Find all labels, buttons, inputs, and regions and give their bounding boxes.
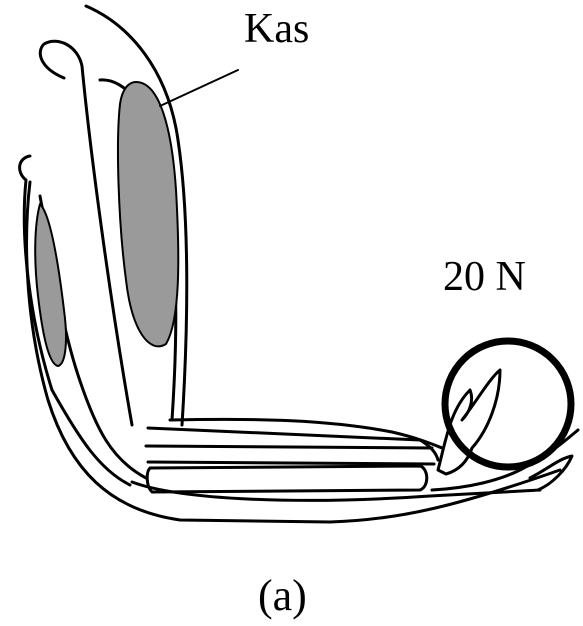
biceps-muscle	[118, 82, 178, 346]
figure-caption: (a)	[258, 574, 307, 618]
shoulder-curl	[40, 41, 132, 425]
forearm-band-2	[148, 462, 434, 464]
label-pointer-line	[160, 70, 238, 106]
weight-ball	[445, 341, 571, 467]
muscle-label: Kas	[244, 8, 309, 50]
weight-label: 20 N	[443, 256, 526, 298]
back-arm-outer	[27, 182, 560, 522]
forearm-bone	[147, 466, 427, 492]
forearm-band	[146, 446, 432, 448]
